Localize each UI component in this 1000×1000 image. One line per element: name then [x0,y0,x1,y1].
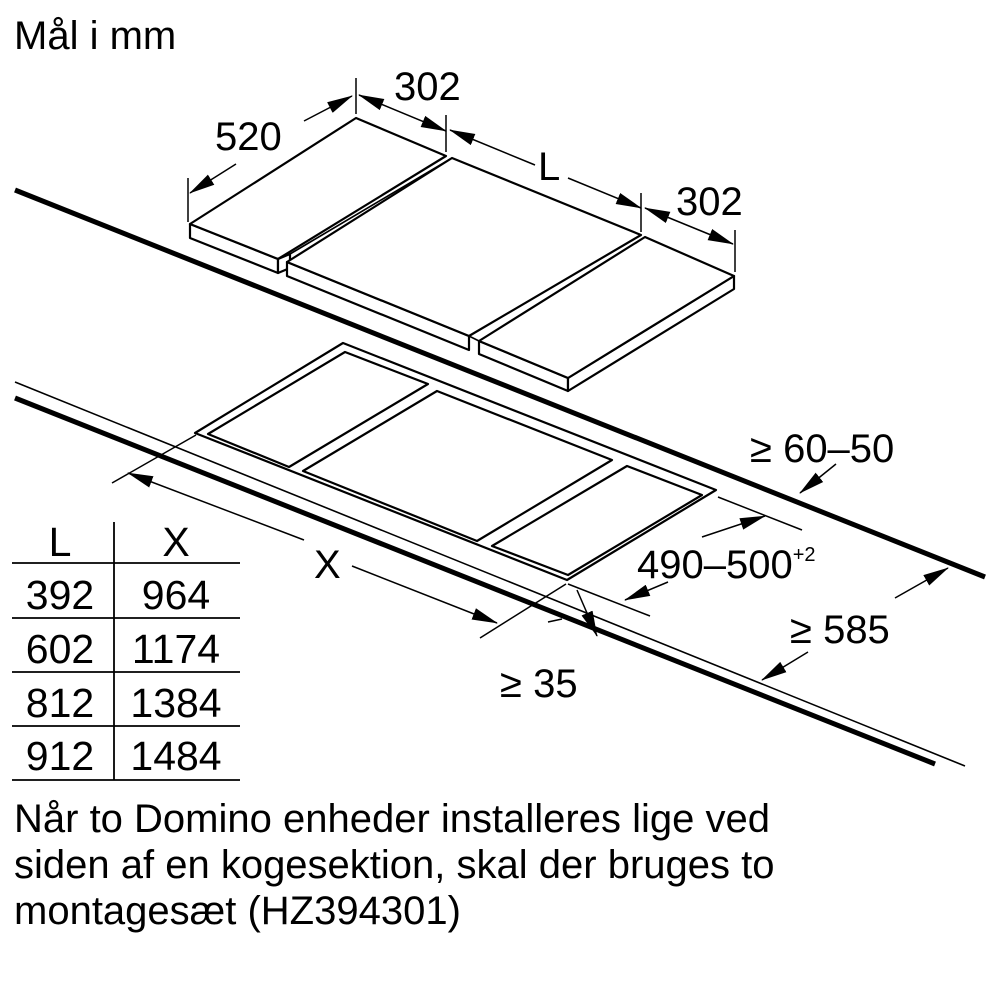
middle-unit-top [285,156,643,338]
dim-side-width-left: 302 [394,65,461,109]
dim-middle-length: L [538,145,560,189]
dimension-lines [111,78,949,681]
table-cell: 964 [142,572,210,618]
countertop-front-edge [14,395,936,767]
left-unit-top [188,116,448,261]
dim-edge-distance: ≥ 35 [500,662,578,706]
table-cell: 1384 [130,680,221,726]
dim-cutout-length: X [314,543,341,587]
dim-cutout-depth-value: 490–500 [637,543,793,587]
right-unit-top [477,235,736,380]
table-cell: 1484 [130,733,221,779]
table-cell: 812 [26,680,94,726]
table-header-l: L [49,519,72,565]
dim-side-width-right: 302 [676,180,743,224]
cutout-frame [193,341,718,582]
table-cell: 392 [26,572,94,618]
table-cell: 1174 [132,626,220,672]
cutout-inner-right [490,464,704,577]
dimension-table: L X 392 964 602 1174 812 1384 912 1484 [12,519,240,781]
dim-front-clearance: ≥ 60–50 [750,427,894,471]
countertop-back-edge [14,187,986,580]
cutout-inner-middle [301,389,614,543]
cutout-inner-left [206,350,430,469]
page-title: Mål i mm [14,14,176,58]
table-header-x: X [162,519,189,565]
note-line: montagesæt (HZ394301) [14,889,461,933]
dim-depth-520: 520 [215,115,282,159]
note-line: Når to Domino enheder installeres lige v… [14,797,770,841]
note-line: siden af en kogesektion, skal der bruges… [14,843,774,887]
table-cell: 602 [26,626,94,672]
table-cell: 912 [26,733,94,779]
dim-cutout-depth: 490–500+2 [637,543,816,587]
cooktop-units [188,116,736,393]
dim-cutout-depth-tolerance: +2 [793,544,816,566]
dim-wall-distance: ≥ 585 [790,608,890,652]
countertop-front-face [14,381,966,767]
